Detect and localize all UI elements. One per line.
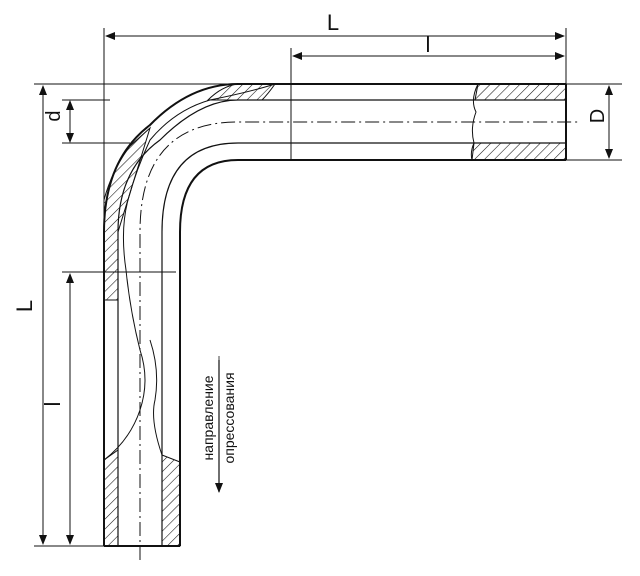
pressing-direction-note: направление опрессования	[200, 356, 237, 480]
label-overall-length-top: L	[327, 10, 339, 35]
label-straight-length-left: l	[40, 402, 65, 407]
note-line-2: опрессования	[221, 372, 237, 463]
label-outer-diameter: D	[587, 109, 609, 123]
label-overall-length-left: L	[12, 300, 37, 312]
extension-lines	[34, 28, 622, 547]
note-line-1: направление	[200, 375, 216, 460]
label-straight-length-top: l	[426, 32, 431, 57]
break-lines	[103, 83, 479, 461]
centerline	[139, 121, 580, 560]
label-inner-diameter: d	[43, 110, 65, 121]
hatched-sections	[103, 83, 567, 547]
dimension-lines	[39, 32, 613, 545]
